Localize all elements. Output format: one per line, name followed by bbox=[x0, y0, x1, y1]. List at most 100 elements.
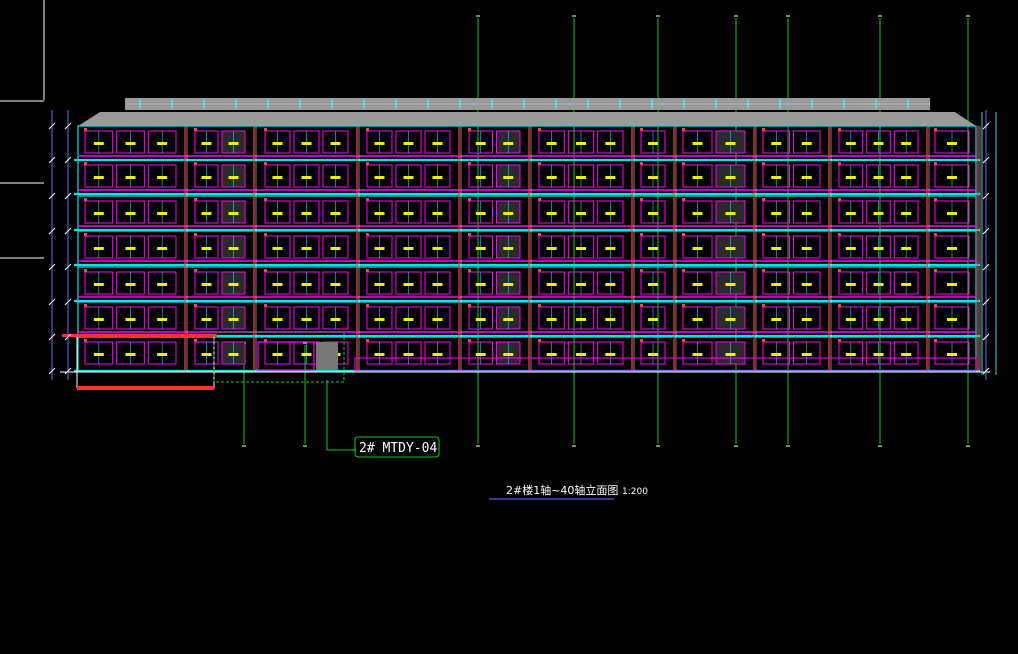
bay-marker bbox=[468, 339, 471, 342]
ground-plinth bbox=[354, 357, 977, 372]
bay-marker bbox=[934, 198, 937, 201]
window-tag bbox=[648, 353, 658, 356]
window-tag bbox=[648, 142, 658, 145]
drawing-tag: 2# MTDY-04 bbox=[354, 436, 440, 458]
window-tag bbox=[403, 318, 414, 321]
window-tag bbox=[546, 142, 557, 145]
bay-marker bbox=[538, 269, 541, 272]
bay-marker bbox=[264, 339, 267, 342]
window-tag bbox=[432, 283, 443, 286]
window-tag bbox=[272, 176, 283, 179]
window-tag bbox=[125, 318, 136, 321]
bay-marker bbox=[264, 128, 267, 131]
bay-marker bbox=[682, 162, 685, 165]
window-tag bbox=[125, 353, 136, 356]
window-tag bbox=[692, 247, 703, 250]
window-tag bbox=[801, 247, 812, 250]
window-tag bbox=[605, 142, 616, 145]
window-tag bbox=[771, 142, 782, 145]
window-tag bbox=[374, 353, 385, 356]
window-tag bbox=[475, 212, 486, 215]
window-tag bbox=[692, 142, 703, 145]
window-tag bbox=[845, 353, 856, 356]
window-tag bbox=[901, 318, 912, 321]
annex-link bbox=[213, 331, 345, 383]
window-tag bbox=[228, 283, 239, 286]
bay-marker bbox=[682, 198, 685, 201]
bay-marker bbox=[640, 233, 643, 236]
annex-outline bbox=[76, 335, 215, 389]
window-tag bbox=[228, 318, 239, 321]
window-tag bbox=[873, 142, 884, 145]
bay-marker bbox=[468, 128, 471, 131]
window-tag bbox=[605, 353, 616, 356]
window-tag bbox=[201, 212, 212, 215]
bay-marker bbox=[264, 198, 267, 201]
window-tag bbox=[301, 176, 312, 179]
bay-marker bbox=[366, 162, 369, 165]
window-tag bbox=[201, 142, 212, 145]
window-tag bbox=[228, 212, 239, 215]
window-tag bbox=[576, 142, 586, 145]
window-tag bbox=[503, 142, 514, 145]
bay-marker bbox=[468, 233, 471, 236]
window-tag bbox=[432, 318, 443, 321]
window-tag bbox=[157, 247, 168, 250]
annex-door bbox=[257, 341, 315, 371]
window-tag bbox=[201, 318, 212, 321]
window-tag bbox=[272, 142, 283, 145]
bay-marker bbox=[838, 198, 841, 201]
dimension-tick bbox=[982, 333, 990, 341]
window-tag bbox=[648, 318, 658, 321]
window-tag bbox=[330, 212, 341, 215]
bay-marker bbox=[194, 304, 197, 307]
window-tag bbox=[546, 247, 557, 250]
annex-foundation bbox=[77, 386, 214, 390]
dimension-tick bbox=[64, 156, 72, 164]
bay-marker bbox=[682, 339, 685, 342]
window-tag bbox=[157, 318, 168, 321]
dimension-tick bbox=[64, 367, 72, 375]
window-tag bbox=[301, 247, 312, 250]
bay-marker bbox=[84, 233, 87, 236]
bay-marker bbox=[762, 339, 765, 342]
window-tag bbox=[93, 283, 104, 286]
window-tag bbox=[801, 318, 812, 321]
window-tag bbox=[901, 142, 912, 145]
window-tag bbox=[301, 212, 312, 215]
window-tag bbox=[873, 318, 884, 321]
dimension-tick bbox=[982, 227, 990, 235]
window-tag bbox=[272, 212, 283, 215]
dimension-tick bbox=[48, 156, 56, 164]
bay-marker bbox=[84, 198, 87, 201]
bay-marker bbox=[366, 304, 369, 307]
window-tag bbox=[125, 142, 136, 145]
bay-marker bbox=[468, 198, 471, 201]
window-tag bbox=[503, 176, 514, 179]
window-tag bbox=[692, 318, 703, 321]
window-tag bbox=[576, 247, 586, 250]
dimension-tick bbox=[64, 192, 72, 200]
dimension-tick bbox=[48, 333, 56, 341]
window-tag bbox=[845, 176, 856, 179]
bay-marker bbox=[682, 269, 685, 272]
window-tag bbox=[330, 176, 341, 179]
window-tag bbox=[725, 176, 736, 179]
bay-marker bbox=[194, 162, 197, 165]
window-tag bbox=[576, 176, 586, 179]
window-tag bbox=[576, 353, 586, 356]
window-tag bbox=[771, 247, 782, 250]
window-tag bbox=[605, 283, 616, 286]
window-tag bbox=[374, 142, 385, 145]
window-tag bbox=[725, 353, 736, 356]
window-tag bbox=[801, 353, 812, 356]
window-tag bbox=[845, 212, 856, 215]
bay-marker bbox=[838, 339, 841, 342]
window-tag bbox=[947, 212, 957, 215]
window-tag bbox=[771, 212, 782, 215]
dimension-tick bbox=[48, 263, 56, 271]
bay-marker bbox=[538, 339, 541, 342]
dimension-tick bbox=[48, 122, 56, 130]
window-tag bbox=[475, 247, 486, 250]
